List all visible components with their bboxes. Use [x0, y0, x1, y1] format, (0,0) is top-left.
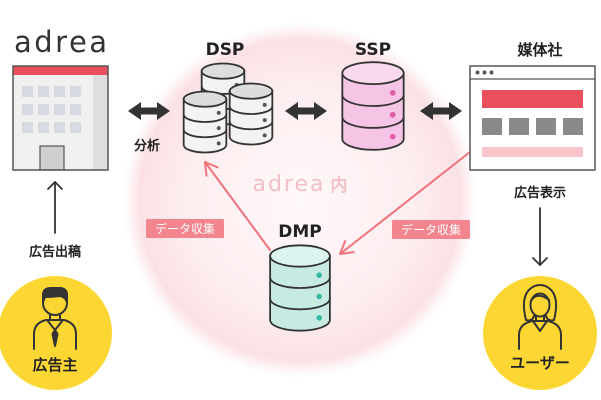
adrea-watermark: adrea 内 — [252, 172, 347, 197]
user-circle — [483, 276, 597, 390]
arrow-line — [339, 151, 471, 255]
arrow-head — [47, 181, 63, 190]
content-tile — [563, 118, 583, 135]
dmp-label: DMP — [278, 222, 322, 242]
watermark-brand: adrea — [252, 172, 325, 197]
building-window — [22, 122, 33, 133]
browser-dot — [475, 70, 480, 75]
building-shade — [93, 75, 108, 170]
watermark-suffix: 内 — [331, 175, 348, 196]
building-window — [70, 122, 81, 133]
businessman-shoulders — [33, 319, 77, 350]
badge-text: データ収集 — [401, 222, 461, 237]
arrow-head — [339, 240, 355, 255]
building-window — [38, 122, 49, 133]
woman-neckline — [532, 320, 548, 332]
woman-bangs — [529, 294, 551, 302]
data-collection-badge-dsp: データ収集 — [146, 219, 224, 238]
building-icon — [12, 65, 109, 171]
ad-display-arrow — [532, 207, 548, 266]
ad-placement-arrow — [47, 181, 63, 234]
building-window — [54, 122, 65, 133]
publisher-label: 媒体社 — [517, 41, 562, 59]
building-door — [39, 145, 65, 171]
database-icon — [228, 82, 274, 146]
dmp-to-dsp-arrow — [204, 161, 271, 251]
woman-shoulders — [518, 320, 562, 350]
businessman-icon — [33, 287, 77, 350]
building-window — [22, 86, 33, 97]
ad-placement-label: 広告出稿 — [29, 244, 81, 260]
arrow-line — [204, 161, 271, 251]
content-tile — [509, 118, 529, 135]
badge-text: データ収集 — [155, 221, 215, 236]
ad-banner — [482, 90, 583, 108]
building-window — [54, 104, 65, 115]
building-window — [38, 86, 49, 97]
businessman-hair — [42, 287, 68, 303]
woman-icon — [518, 284, 562, 350]
building-window — [38, 104, 49, 115]
woman-face — [529, 292, 551, 318]
building-roof — [13, 66, 108, 75]
content-tile — [482, 118, 502, 135]
badge-background — [392, 220, 470, 239]
advertiser-label: 広告主 — [32, 356, 77, 374]
database-icon — [182, 90, 228, 154]
building-outline — [12, 65, 109, 171]
businessman-tie — [51, 329, 59, 347]
data-collection-badge-publisher: データ収集 — [392, 220, 470, 239]
browser-dot — [489, 70, 494, 75]
dsp-label: DSP — [206, 40, 245, 60]
building-window — [54, 86, 65, 97]
building-window — [70, 104, 81, 115]
ad-display-label: 広告表示 — [514, 185, 566, 201]
content-tile — [536, 118, 556, 135]
arrow-head — [532, 257, 548, 266]
browser-window-icon — [469, 65, 596, 171]
browser-dot — [482, 70, 487, 75]
ssp-database-icon — [341, 61, 405, 151]
building-window — [22, 104, 33, 115]
publisher-to-dmp-arrow — [339, 151, 471, 255]
building-window — [70, 86, 81, 97]
arrow-head — [204, 161, 219, 177]
dmp-database-icon — [269, 244, 331, 332]
user-label: ユーザー — [510, 354, 570, 372]
adrea-logo: adrea — [14, 25, 110, 59]
analysis-label: 分析 — [134, 138, 160, 154]
badge-background — [146, 219, 224, 238]
ssp-label: SSP — [355, 40, 391, 60]
content-bar — [482, 147, 583, 157]
